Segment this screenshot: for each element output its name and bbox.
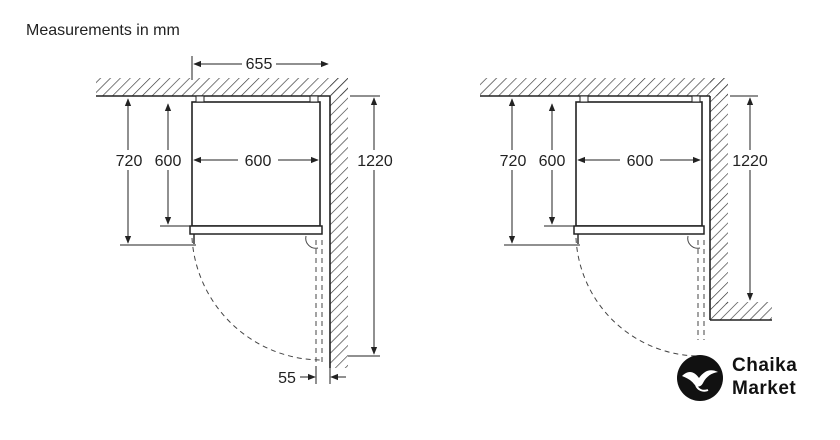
appliance-door xyxy=(189,225,323,235)
wall-top-hatch xyxy=(96,78,348,96)
dim-label-655: 655 xyxy=(246,56,273,73)
wall-step-hatch-2 xyxy=(710,302,772,320)
page-title: Measurements in mm xyxy=(26,22,180,39)
wall-side-hatch-2 xyxy=(710,78,728,304)
seagull-logo-icon xyxy=(677,355,723,401)
door-swing-arc xyxy=(191,237,323,361)
appliance-foot-left xyxy=(195,95,205,103)
dim-label-600-depth: 600 xyxy=(155,153,182,170)
appliance-foot-left-2 xyxy=(579,95,589,103)
wall-top-hatch-2 xyxy=(480,78,728,96)
dim-label-600-width: 600 xyxy=(245,153,272,170)
diagram-left: 655 720 600 600 1220 xyxy=(96,55,396,387)
diagram-right: 720 600 600 1220 xyxy=(480,78,772,357)
dim-label-720: 720 xyxy=(116,153,143,170)
dim-label-720-2: 720 xyxy=(500,153,527,170)
appliance-foot-right xyxy=(309,95,319,103)
wall-side-hatch xyxy=(330,78,348,368)
dim-label-600-depth-2: 600 xyxy=(539,153,566,170)
door-swing-arc-2 xyxy=(575,237,701,357)
logo-line-1: Chaika xyxy=(732,355,798,376)
dim-label-1220: 1220 xyxy=(357,153,393,170)
chaika-market-logo: Chaika Market xyxy=(676,352,826,408)
logo-line-2: Market xyxy=(732,378,797,399)
appliance-foot-right-2 xyxy=(691,95,701,103)
dim-label-1220-2: 1220 xyxy=(732,153,768,170)
dim-label-55: 55 xyxy=(278,370,296,387)
hinge-arc-2 xyxy=(687,235,701,249)
hinge-arc xyxy=(305,235,319,249)
dim-label-600-width-2: 600 xyxy=(627,153,654,170)
appliance-door-2 xyxy=(573,225,705,235)
